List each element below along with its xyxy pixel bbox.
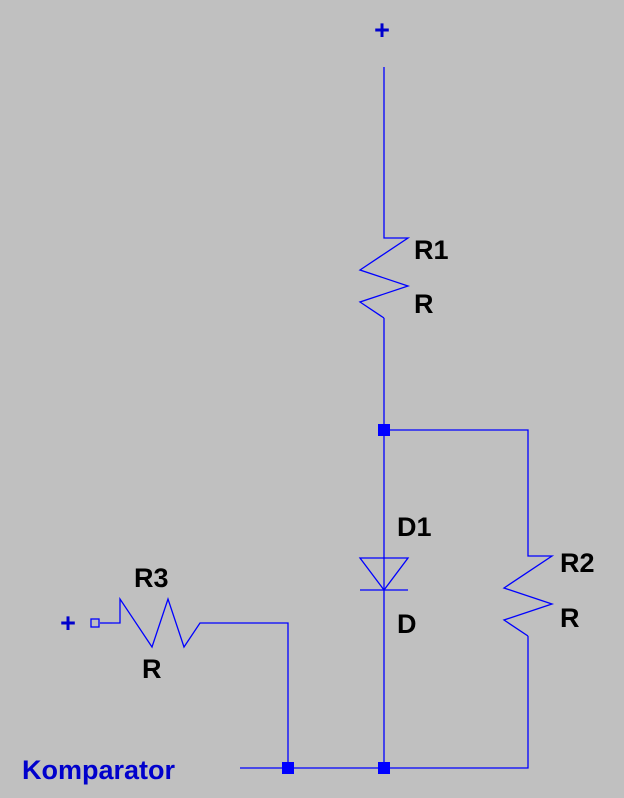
junction-r1-r2 — [378, 424, 390, 436]
r2-value-label: R — [560, 603, 580, 633]
wire-r3-to-bus — [208, 622, 289, 768]
r3-value-label: R — [142, 654, 162, 684]
net-label-komparator: Komparator — [22, 755, 176, 785]
wire-node-to-r2 — [384, 429, 529, 542]
junction-bottom-r3 — [282, 762, 294, 774]
r2-ref-label: R2 — [560, 548, 595, 578]
r1-value-label: R — [414, 289, 434, 319]
net-label-supply-left: + — [60, 608, 76, 638]
r3-ref-label: R3 — [134, 563, 169, 593]
wires — [100, 67, 529, 769]
wire-r2-to-bottom — [384, 636, 529, 769]
resistor-r2 — [502, 542, 555, 637]
terminal-left-supply — [90, 618, 100, 628]
diode-d1 — [358, 556, 410, 592]
resistor-r3 — [112, 596, 208, 649]
junction-bottom-d1 — [378, 762, 390, 774]
r1-ref-label: R1 — [414, 235, 449, 265]
net-label-supply-top: + — [374, 15, 390, 45]
d1-ref-label: D1 — [397, 512, 432, 542]
resistor-r1 — [358, 222, 411, 319]
d1-value-label: D — [397, 609, 417, 639]
